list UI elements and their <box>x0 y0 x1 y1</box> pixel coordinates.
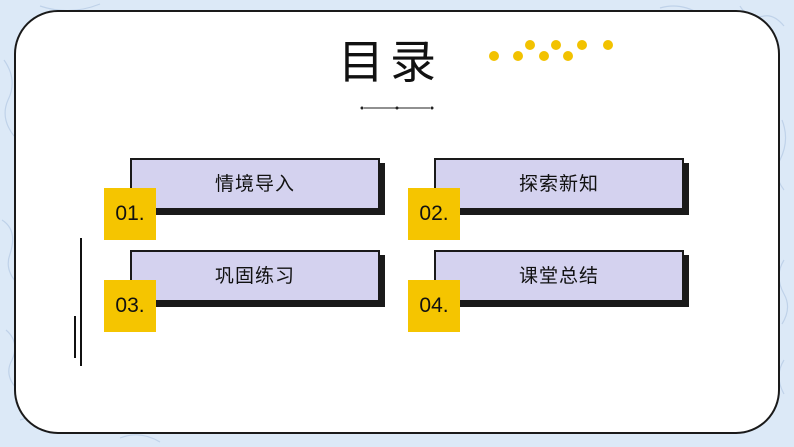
dot <box>577 40 587 50</box>
toc-item-label: 探索新知 <box>518 173 599 195</box>
page-title: 目录 <box>338 35 442 89</box>
dot <box>525 40 535 50</box>
toc-item-box <box>434 158 684 210</box>
toc-item-3[interactable]: 巩固练习 03. <box>104 250 388 332</box>
toc-item-box <box>434 250 684 302</box>
toc-number-badge: 04. <box>408 280 460 332</box>
toc-item-label: 巩固练习 <box>214 265 295 287</box>
decorative-line <box>74 316 76 358</box>
toc-number-badge: 03. <box>104 280 156 332</box>
title-underline <box>360 106 434 110</box>
dot <box>513 51 523 61</box>
toc-item-box <box>130 250 380 302</box>
dot <box>603 40 613 50</box>
dot <box>551 40 561 50</box>
toc-item-label: 情境导入 <box>214 173 295 195</box>
decorative-line <box>80 238 82 366</box>
toc-item-label: 课堂总结 <box>518 265 599 287</box>
toc-item-1[interactable]: 情境导入 01. <box>104 158 388 240</box>
toc-item-box <box>130 158 380 210</box>
toc-item-2[interactable]: 探索新知 02. <box>408 158 692 240</box>
toc-number-badge: 01. <box>104 188 156 240</box>
dot <box>563 51 573 61</box>
dot <box>489 51 499 61</box>
decorative-dots <box>485 34 615 64</box>
toc-item-4[interactable]: 课堂总结 04. <box>408 250 692 332</box>
toc-number: 04. <box>419 294 449 317</box>
toc-number-badge: 02. <box>408 188 460 240</box>
dot <box>539 51 549 61</box>
toc-number: 02. <box>419 202 449 225</box>
toc-number: 03. <box>115 294 145 317</box>
toc-number: 01. <box>115 202 145 225</box>
